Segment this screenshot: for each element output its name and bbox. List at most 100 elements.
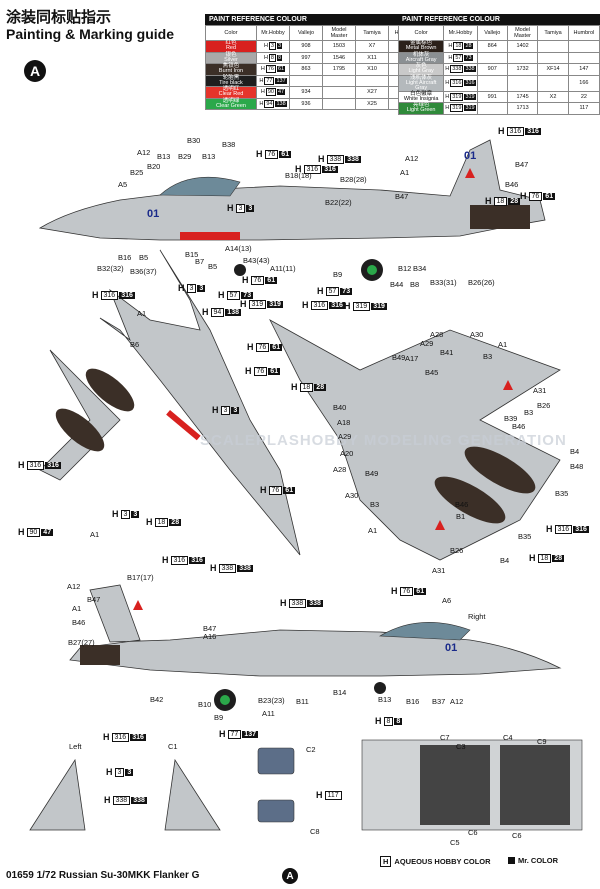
part-callout: B47 (203, 624, 217, 633)
paint-color-name: Aircraft Gray (405, 56, 437, 63)
aqueous-code: 57 (453, 53, 464, 62)
aqueous-letter: H (280, 598, 287, 608)
paint-color-name-cn: 亮绿色 (412, 102, 430, 109)
part-callout: B15 (185, 250, 199, 259)
aqueous-letter: H (295, 164, 302, 174)
part-callout: B4 (500, 556, 510, 565)
mrcolor-code: 319 (267, 300, 283, 308)
part-callout: B34 (413, 264, 427, 273)
mrcolor-code: 8 (276, 54, 283, 61)
part-callout: B37 (432, 697, 446, 706)
mrcolor-code: 3 (276, 43, 283, 50)
part-callout: A11 (262, 709, 275, 718)
part-callout: C9 (537, 737, 547, 746)
part-callout: B42 (150, 695, 164, 704)
part-callout: C6 (468, 828, 478, 837)
part-callout: A28 (430, 330, 444, 339)
mrcolor-code: 28 (169, 518, 182, 526)
paint-code-model-master: 1402 (506, 40, 539, 53)
part-callout: A30 (470, 330, 484, 339)
part-callout: A1 (498, 340, 508, 349)
aqueous-code: 76 (264, 149, 279, 159)
aqueous-letter: H (92, 290, 99, 300)
part-callout: A30 (345, 491, 359, 500)
part-callout: C3 (456, 742, 466, 751)
part-callout: B3 (524, 408, 534, 417)
aqueous-code: 76 (250, 275, 265, 285)
aqueous-letter: H (529, 553, 536, 563)
paint-color-name-cn: 红色 (225, 40, 237, 47)
aqueous-letter: H (162, 555, 169, 565)
part-callout: A14(13) (225, 244, 252, 253)
aqueous-letter: H (212, 405, 219, 415)
paint-color-name: Light Green (406, 107, 436, 114)
aqueous-letter: H (318, 154, 325, 164)
part-callout: B26 (537, 401, 551, 410)
aqueous-letter: H (227, 203, 234, 213)
aqueous-code: 3 (220, 405, 231, 415)
aqueous-code: 77 (264, 76, 275, 85)
part-callout: B5 (139, 253, 149, 262)
mrcolor-code: 47 (41, 528, 54, 536)
aqueous-letter: H (210, 563, 217, 573)
paint-color-name-cn: 灰色 (415, 63, 427, 70)
mrcolor-code: 73 (340, 287, 353, 295)
part-callout: A29 (420, 339, 434, 348)
mrcolor-code: 3 (231, 406, 240, 414)
part-callout: A1 (90, 530, 100, 539)
part-callout: B13 (202, 152, 216, 161)
part-callout: B45 (425, 368, 439, 377)
mrcolor-code: 3 (246, 204, 255, 212)
footer-page-letter: A (282, 868, 298, 884)
aqueous-letter: H (247, 342, 254, 352)
part-callout: C8 (310, 827, 320, 836)
aqueous-code: 3 (235, 203, 246, 213)
aqueous-code: 316 (310, 300, 329, 310)
part-callout: B17(17) (127, 573, 154, 582)
part-callout: B11 (296, 697, 309, 706)
aqueous-letter: H (546, 524, 553, 534)
mrcolor-code: 316 (45, 461, 61, 469)
part-callout: B47 (395, 192, 409, 201)
part-callout: A1 (368, 526, 378, 535)
part-callout: B35 (555, 489, 569, 498)
aqueous-code: 18 (299, 382, 314, 392)
paint-table-header: Humbrol (567, 25, 600, 41)
aqueous-letter: H (18, 460, 25, 470)
aqueous-code: 94 (264, 99, 275, 108)
paint-color-name: Light Aircraft Gray (405, 79, 437, 91)
aqueous-code: 18 (154, 517, 169, 527)
mrcolor-code: 3 (131, 510, 140, 518)
paint-table-header: Tamiya (355, 25, 389, 41)
aqueous-code: 90 (26, 527, 41, 537)
mrcolor-code: 319 (464, 93, 476, 100)
paint-table-header: Vallejo (476, 25, 508, 41)
part-callout: A16 (203, 632, 217, 641)
part-callout: B10 (198, 700, 212, 709)
part-callout: A1 (137, 309, 147, 318)
aqueous-letter: H (218, 290, 225, 300)
part-callout: B26(26) (468, 278, 495, 287)
mrcolor-code: 316 (464, 80, 476, 86)
aqueous-letter: H (178, 283, 185, 293)
aqueous-code: 76 (253, 366, 268, 376)
part-callout: B3 (370, 500, 380, 509)
